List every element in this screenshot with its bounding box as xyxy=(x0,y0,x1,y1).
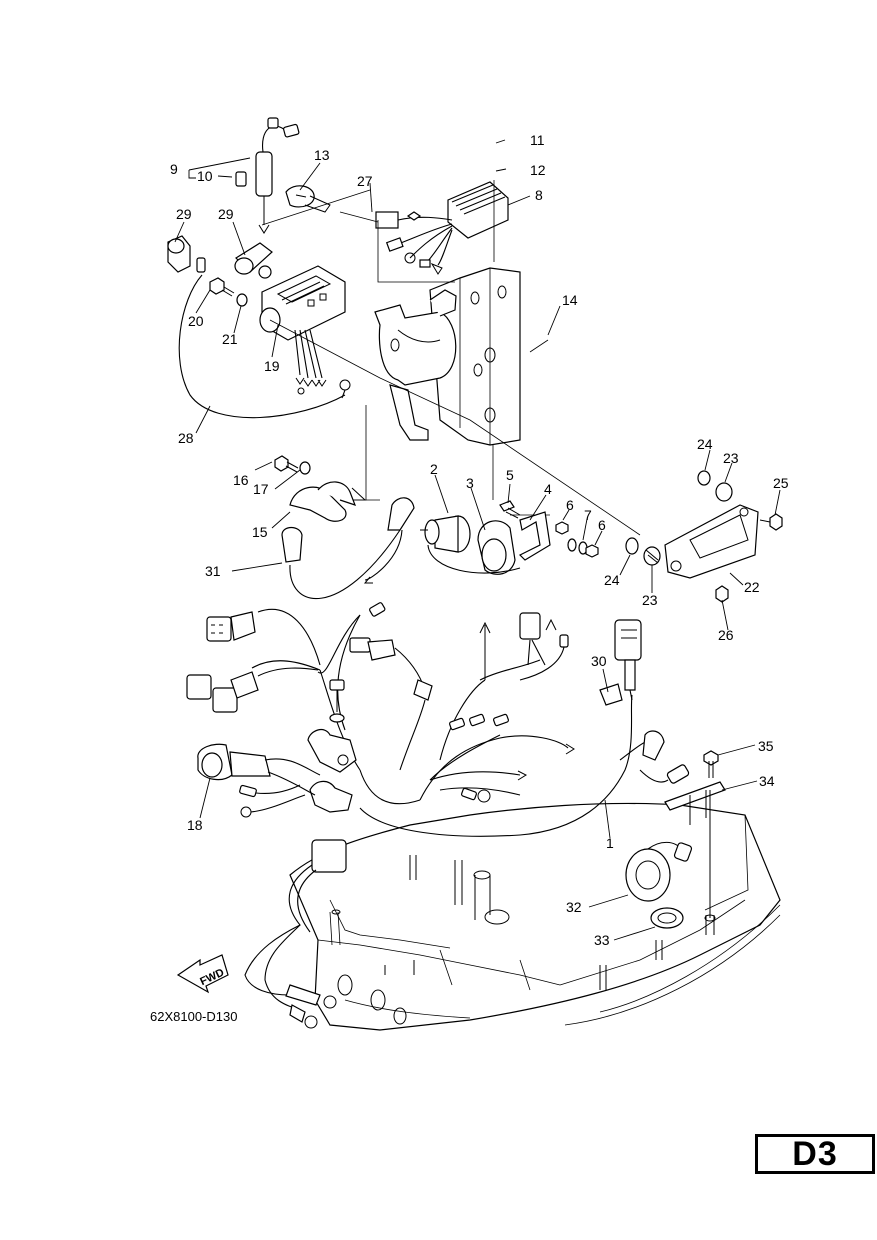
callout-4: 4 xyxy=(544,481,552,497)
callout-34: 34 xyxy=(759,773,775,789)
callout-27: 27 xyxy=(357,173,373,189)
clamp xyxy=(285,185,331,213)
callout-12: 12 xyxy=(530,162,546,178)
callout-23b: 23 xyxy=(642,592,658,608)
assembly-line xyxy=(269,319,641,536)
callout-10: 10 xyxy=(197,168,213,184)
battery-cables xyxy=(244,839,347,1029)
callout-29b: 29 xyxy=(218,206,234,222)
bracket-22 xyxy=(625,470,783,603)
callout-35: 35 xyxy=(758,738,774,754)
rectifier-regulator xyxy=(375,181,509,275)
starter-solenoid xyxy=(420,500,551,575)
spark-plug-caps xyxy=(167,117,300,279)
callout-28: 28 xyxy=(178,430,194,446)
nuts-washers xyxy=(555,521,599,558)
mount-bracket xyxy=(374,267,521,446)
page-tab: D3 xyxy=(755,1134,875,1174)
bolt-20 xyxy=(209,277,248,307)
callout-9: 9 xyxy=(170,161,178,177)
callout-8: 8 xyxy=(535,187,543,203)
callout-3: 3 xyxy=(466,475,474,491)
callout-29a: 29 xyxy=(176,206,192,222)
callout-26: 26 xyxy=(718,627,734,643)
callout-25: 25 xyxy=(773,475,789,491)
callout-32: 32 xyxy=(566,899,582,915)
callout-5: 5 xyxy=(506,467,514,483)
callout-30: 30 xyxy=(591,653,607,669)
clip-bracket xyxy=(664,750,726,918)
grommet xyxy=(625,841,693,929)
forward-direction-arrow: FWD xyxy=(176,954,229,994)
callout-6b: 6 xyxy=(598,517,606,533)
ground-lead xyxy=(178,274,346,419)
cable-clamp xyxy=(274,455,366,522)
callout-1: 1 xyxy=(606,835,614,851)
callout-numbers: 1 2 3 4 5 6 6 7 8 9 10 11 12 13 14 15 16… xyxy=(170,132,789,948)
cdi-unit xyxy=(259,265,351,399)
callout-24b: 24 xyxy=(604,572,620,588)
callout-18: 18 xyxy=(187,817,203,833)
page-tab-label: D3 xyxy=(792,1135,838,1173)
wire-harness xyxy=(186,602,690,837)
callout-14: 14 xyxy=(562,292,578,308)
bottom-cowling xyxy=(289,802,781,1031)
callout-7: 7 xyxy=(584,507,592,523)
drawing-code: 62X8100-D130 xyxy=(150,1009,237,1024)
callout-24a: 24 xyxy=(697,436,713,452)
callout-21: 21 xyxy=(222,331,238,347)
callout-15: 15 xyxy=(252,524,268,540)
callout-31: 31 xyxy=(205,563,221,579)
callout-23a: 23 xyxy=(723,450,739,466)
callout-22: 22 xyxy=(744,579,760,595)
callout-33: 33 xyxy=(594,932,610,948)
callout-19: 19 xyxy=(264,358,280,374)
callout-16: 16 xyxy=(233,472,249,488)
callout-17: 17 xyxy=(253,481,269,497)
callout-6a: 6 xyxy=(566,497,574,513)
callout-leaders xyxy=(174,139,781,941)
callout-13: 13 xyxy=(314,147,330,163)
callout-2: 2 xyxy=(430,461,438,477)
callout-20: 20 xyxy=(188,313,204,329)
terminal-cap xyxy=(281,497,415,600)
callout-11: 11 xyxy=(530,132,545,148)
